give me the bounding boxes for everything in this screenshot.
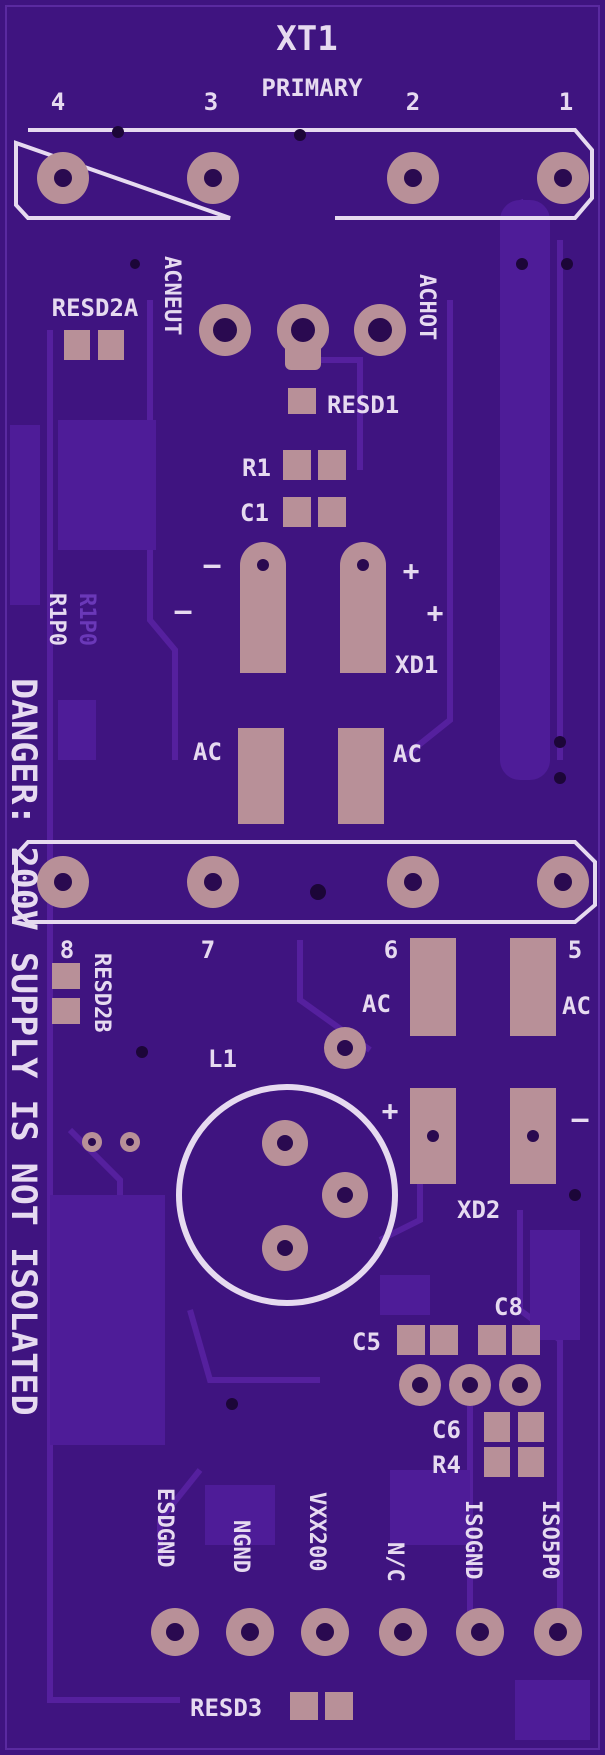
xd1-minus-b: – (175, 594, 192, 627)
label-r1: R1 (242, 454, 271, 482)
xd1-ac-left: AC (193, 738, 222, 766)
label-xd2: XD2 (457, 1196, 500, 1224)
pin-label-5: 5 (568, 936, 582, 964)
connector-outline-top (14, 128, 594, 220)
xd2-minus: – (572, 1102, 589, 1135)
xd2-pads (410, 938, 556, 1184)
connector-label: PRIMARY (261, 74, 363, 102)
ac-input-holes (213, 318, 392, 342)
xd1-plus-a: + (403, 554, 420, 587)
xd2-plus: + (382, 1094, 399, 1127)
header-label-ngnd: NGND (228, 1520, 253, 1573)
connector-outline-bottom (14, 840, 597, 924)
label-l1: L1 (208, 1045, 237, 1073)
xd1-holes (257, 559, 369, 571)
smd-pads (52, 330, 544, 1720)
label-xd1: XD1 (395, 651, 438, 679)
label-r1p0: R1P0 (44, 593, 69, 646)
xd2-ac-right: AC (562, 992, 591, 1020)
danger-warning: DANGER: 200V SUPPLY IS NOT ISOLATED (3, 678, 43, 1416)
xd2-ac-left: AC (362, 990, 391, 1018)
connector-name: XT1 (276, 19, 337, 59)
header-label-nc: N/C (382, 1542, 407, 1582)
l1-outline (176, 1084, 398, 1306)
l1-holes (88, 1040, 528, 1393)
label-c1: C1 (240, 499, 269, 527)
pin-label-4: 4 (51, 88, 65, 116)
label-resd2b: RESD2B (89, 953, 114, 1032)
pin-label-2: 2 (406, 88, 420, 116)
pin-label-3: 3 (204, 88, 218, 116)
xd1-plus-b: + (427, 596, 444, 629)
label-resd2a: RESD2A (52, 294, 139, 322)
xd2-holes (427, 1130, 539, 1142)
copper-pours (10, 200, 590, 1740)
label-c6: C6 (432, 1416, 461, 1444)
label-r4: R4 (432, 1451, 461, 1479)
label-achot: ACHOT (414, 274, 439, 340)
pin-label-8: 8 (60, 936, 74, 964)
xd1-ac-right: AC (393, 740, 422, 768)
xd1-minus-a: – (204, 548, 221, 581)
header-label-isognd: ISOGND (460, 1500, 485, 1579)
board-outline (5, 5, 600, 1750)
vias (112, 126, 581, 1410)
pin-label-1: 1 (559, 88, 573, 116)
header-label-esdgnd: ESDGND (152, 1488, 177, 1567)
label-r1p0-ghost: R1P0 (74, 593, 99, 646)
label-resd1: RESD1 (327, 391, 399, 419)
xd1-pads (238, 542, 386, 824)
label-acneut: ACNEUT (159, 256, 184, 335)
header-holes (166, 1623, 567, 1641)
label-resd3: RESD3 (190, 1694, 262, 1722)
pin-label-6: 6 (384, 936, 398, 964)
connector-pad-holes (54, 169, 572, 891)
pin-label-7: 7 (201, 936, 215, 964)
label-c5: C5 (352, 1328, 381, 1356)
header-label-iso5p0: ISO5P0 (537, 1500, 562, 1579)
label-c8: C8 (494, 1293, 523, 1321)
header-label-vxx200: VXX200 (304, 1492, 329, 1571)
